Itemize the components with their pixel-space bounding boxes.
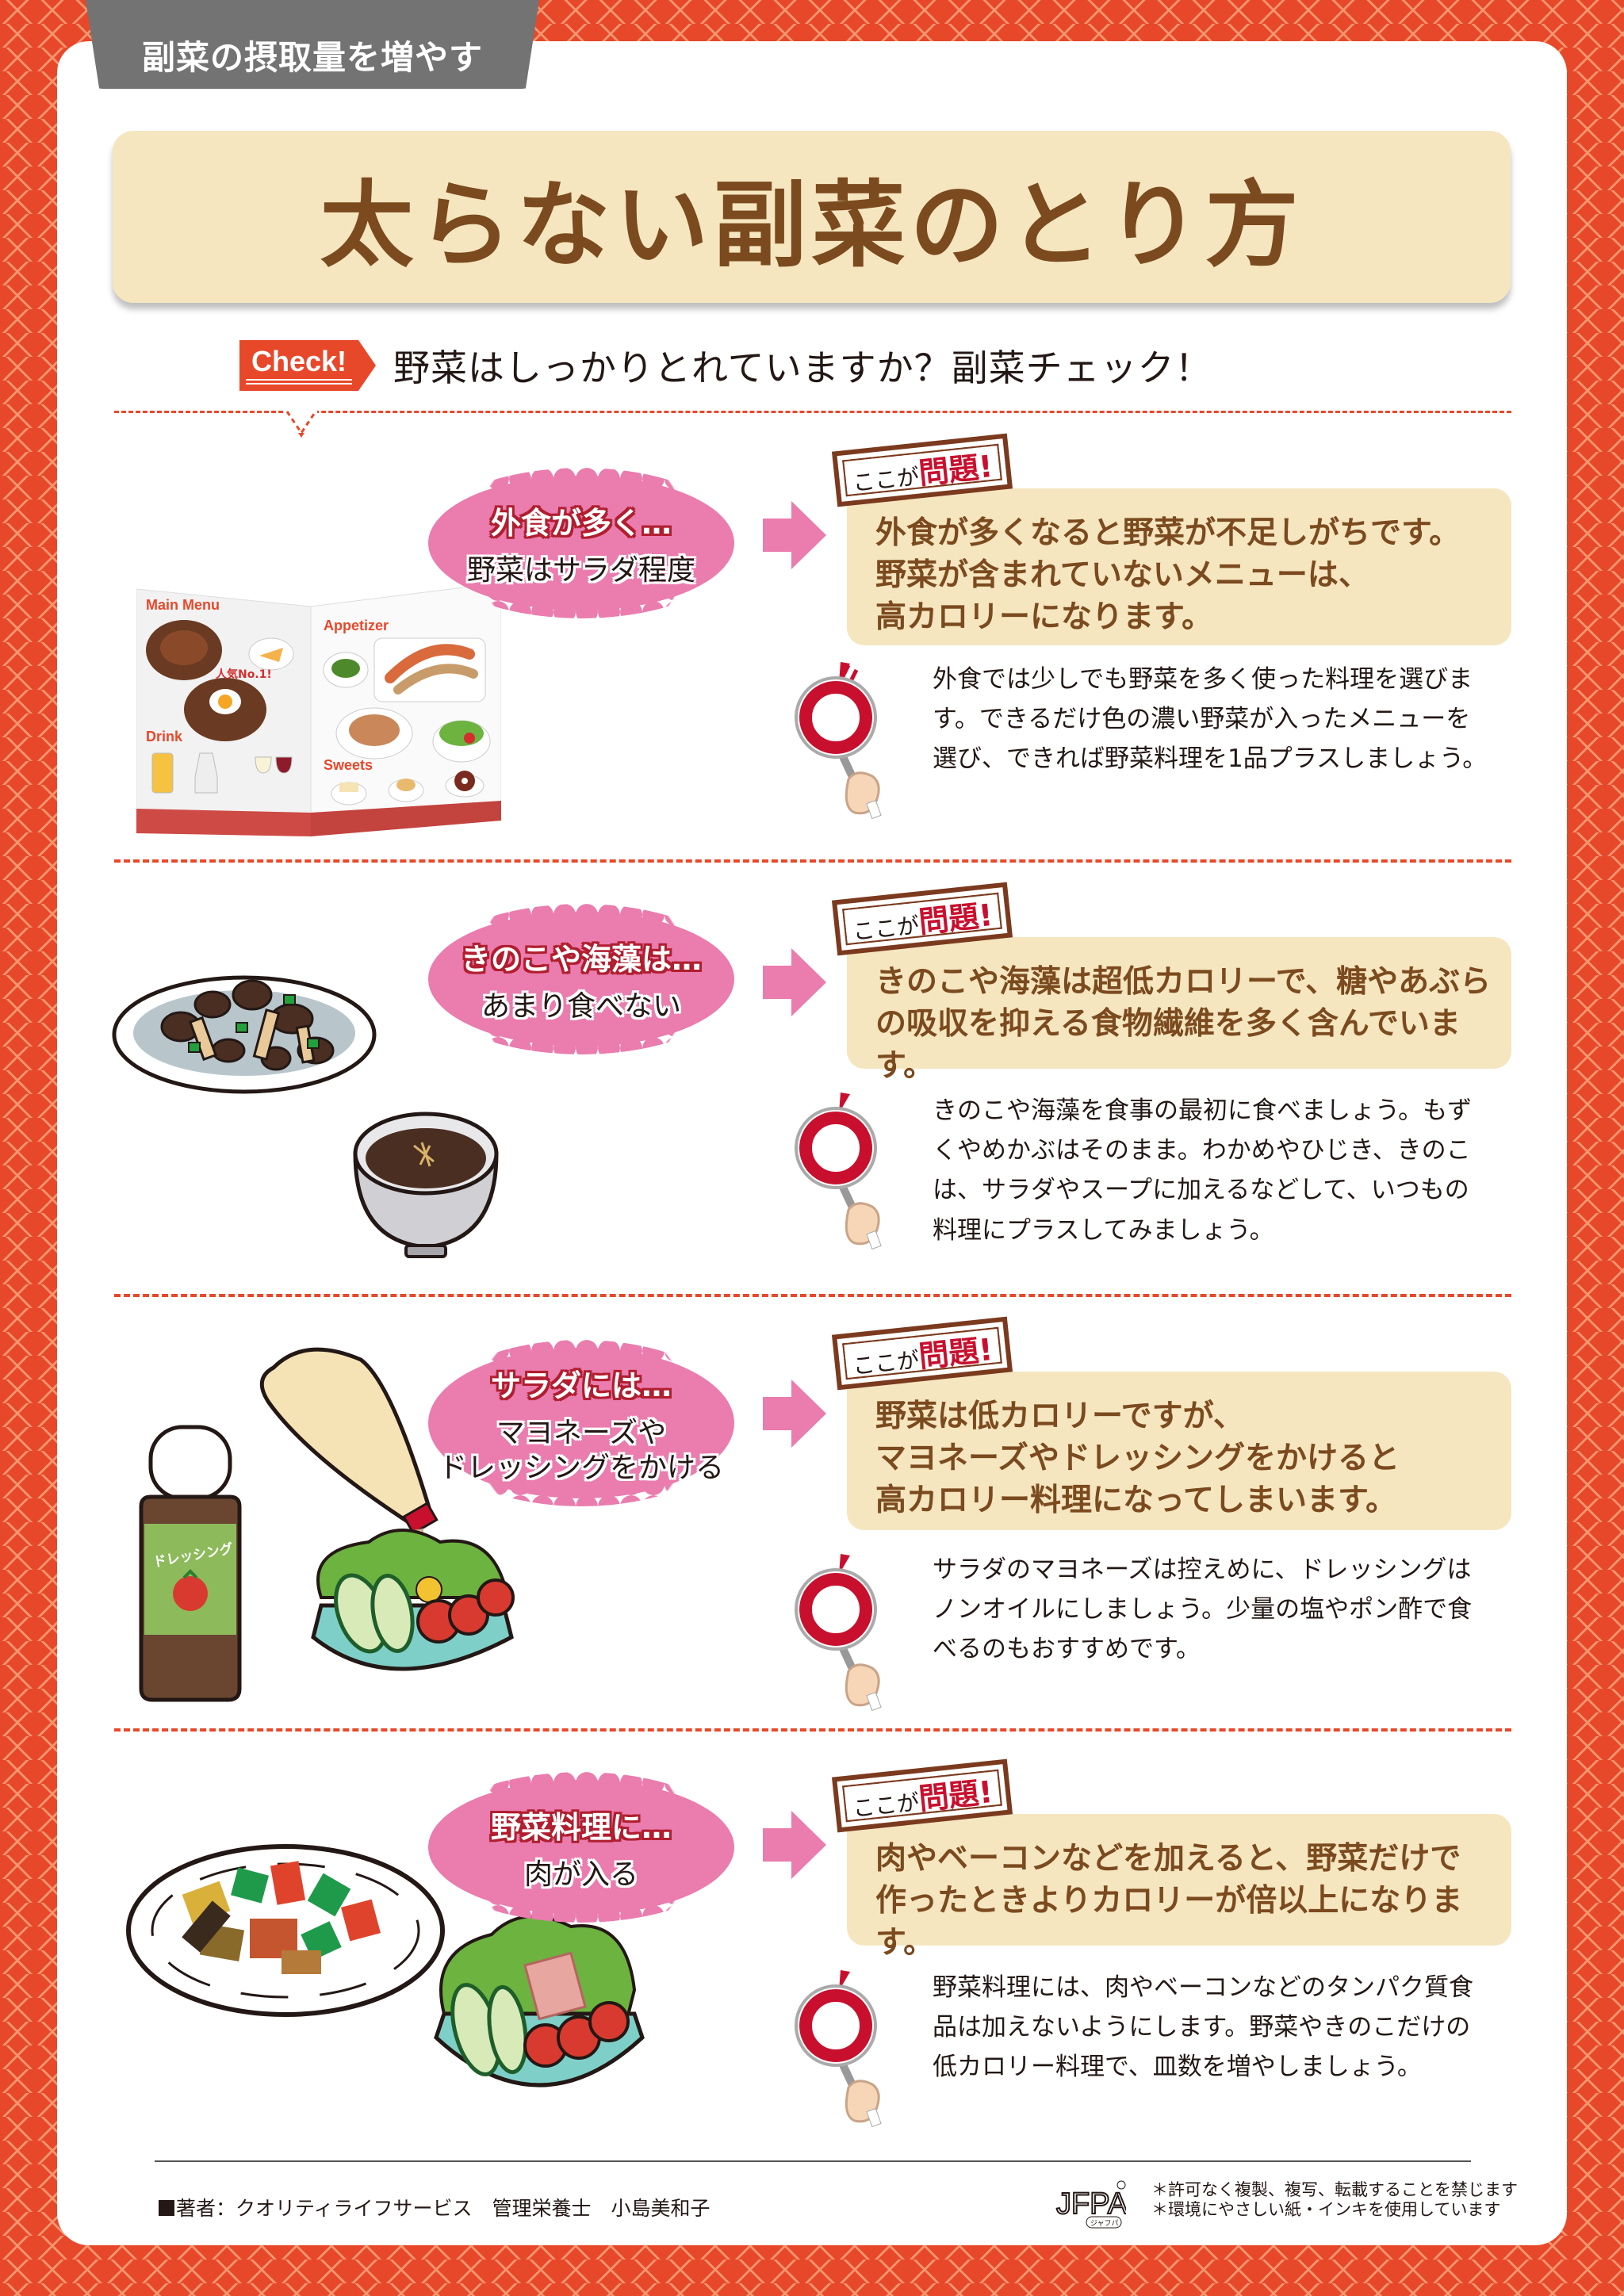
bacon-salad-illustration xyxy=(434,1915,645,2087)
problem-line: 高カロリー料理になってしまいます。 xyxy=(875,1483,1397,1519)
category-tab: 副菜の摂取量を増やす xyxy=(86,0,539,89)
situation-bubble: 野菜料理に… 肉が入る xyxy=(428,1780,734,1915)
problem-label-emphasis: 問題! xyxy=(917,1774,994,1816)
check-row: Check! 野菜はしっかりとれていますか？副菜チェック！ xyxy=(239,339,1212,392)
mushroom-stirfry-illustration xyxy=(112,975,377,1094)
svg-text:Appetizer: Appetizer xyxy=(324,618,389,633)
problem-box: 肉やベーコンなどを加えると、野菜だけで 作ったときよりカロリーが倍以上になります… xyxy=(847,1814,1511,1961)
problem-line: の吸収を抑える食物繊維を多く含んでいます。 xyxy=(875,1006,1461,1085)
maru-sign-ok-icon xyxy=(795,662,882,820)
problem-box: 外食が多くなると野菜が不足しがちです。 野菜が含まれていないメニューは、 高カロ… xyxy=(847,488,1511,645)
maru-sign-ok-icon xyxy=(795,1970,882,2128)
situation-bubble-heading: サラダには… xyxy=(490,1368,672,1404)
problem-line: 肉やベーコンなどを加えると、野菜だけで xyxy=(875,1841,1461,1877)
maru-sign-ok-icon xyxy=(795,1554,882,1712)
problem-line: 野菜は低カロリーですが、 xyxy=(875,1399,1244,1434)
footer-divider xyxy=(155,2160,1471,2162)
problem-label-emphasis: 問題! xyxy=(917,448,994,491)
section-divider xyxy=(114,1294,1511,1297)
problem-line: 作ったときよりカロリーが倍以上になります。 xyxy=(875,1883,1463,1961)
problem-label-emphasis: 問題! xyxy=(917,897,994,939)
svg-text:ジャフパ: ジャフパ xyxy=(1090,2219,1119,2228)
problem-label-emphasis: 問題! xyxy=(917,1331,994,1374)
footer-author: 著者：クオリティライフサービス 管理栄養士 小島美和子 xyxy=(159,2193,710,2221)
problem-line: 高カロリーになります。 xyxy=(875,599,1213,636)
check-question: 野菜はしっかりとれていますか？副菜チェック！ xyxy=(393,346,1212,389)
page-title: 太らない副菜のとり方 xyxy=(320,170,1304,280)
check-tag: Check! xyxy=(239,340,376,391)
seaweed-bowl-illustration xyxy=(353,1112,499,1258)
problem-line: 野菜が含まれていないメニューは、 xyxy=(875,557,1369,594)
section-divider xyxy=(114,859,1511,863)
situation-bubble-heading: 外食が多く… xyxy=(490,505,672,541)
situation-bubble-heading: 野菜料理に… xyxy=(490,1809,672,1845)
mayonnaise-salad-illustration xyxy=(259,1347,515,1671)
check-tag-label: Check! xyxy=(251,345,347,377)
situation-bubble-text: 野菜はサラダ程度 xyxy=(466,553,695,587)
problem-label-prefix: ここが xyxy=(851,1346,921,1380)
advice-text: サラダのマヨネーズは控えめに、ドレッシングはノンオイルにしましょう。少量の塩やポ… xyxy=(933,1556,1473,1664)
top-dashed-divider xyxy=(114,411,1511,413)
vegetable-stirfry-illustration xyxy=(126,1844,445,2017)
advice-text: 野菜料理には、肉やベーコンなどのタンパク質食品は加えないようにします。野菜やきの… xyxy=(933,1973,1473,2082)
problem-box: 野菜は低カロリーですが、 マヨネーズやドレッシングをかけると 高カロリー料理にな… xyxy=(847,1372,1511,1530)
divider-notch-arrow-icon xyxy=(285,411,317,438)
situation-bubble-text: マヨネーズや ドレッシングをかける xyxy=(438,1417,724,1484)
problem-label-prefix: ここが xyxy=(851,912,921,946)
footer-note: ＊環境にやさしい紙・インキを使用しています xyxy=(1151,2200,1501,2220)
problem-line: マヨネーズやドレッシングをかけると xyxy=(875,1441,1400,1477)
svg-text:JFPA: JFPA xyxy=(1056,2187,1126,2221)
square-bullet-icon xyxy=(159,2200,174,2216)
situation-bubble: サラダには… マヨネーズや ドレッシングをかける xyxy=(428,1348,734,1498)
dressing-bottle-illustration: ドレッシング xyxy=(139,1425,242,1702)
jfpa-logo: JFPA ジャフパ xyxy=(1055,2180,1126,2229)
check-tag-underline xyxy=(246,379,352,385)
restaurant-menu-illustration: Main Menu Appetizer Drink Sweets 人気No.1! xyxy=(136,583,501,836)
svg-text:Sweets: Sweets xyxy=(324,757,373,773)
svg-text:人気No.1!: 人気No.1! xyxy=(216,668,272,681)
category-tab-label: 副菜の摂取量を増やす xyxy=(141,37,483,77)
section-divider xyxy=(114,1728,1511,1732)
svg-text:Drink: Drink xyxy=(146,729,183,744)
problem-box: きのこや海藻は超低カロリーで、糖やあぶら の吸収を抑える食物繊維を多く含んでいま… xyxy=(847,937,1511,1084)
problem-label-prefix: ここが xyxy=(851,1789,921,1823)
problem-label-prefix: ここが xyxy=(851,463,921,497)
maru-sign-ok-icon xyxy=(795,1093,882,1250)
situation-bubble: 外食が多く… 野菜はサラダ程度 xyxy=(428,476,734,610)
situation-bubble-text: あまり食べない xyxy=(481,989,681,1023)
footer-notes: ＊許可なく複製、複写、転載することを禁じます ＊環境にやさしい紙・インキを使用し… xyxy=(1151,2180,1518,2220)
situation-bubble-text: 肉が入る xyxy=(523,1858,638,1891)
right-arrow-icon xyxy=(763,1811,826,1879)
page-title-banner: 太らない副菜のとり方 xyxy=(113,131,1511,303)
right-arrow-icon xyxy=(763,948,826,1016)
problem-line: きのこや海藻は超低カロリーで、糖やあぶら xyxy=(875,964,1492,1000)
right-arrow-icon xyxy=(763,1380,826,1448)
svg-text:Main Menu: Main Menu xyxy=(146,597,220,613)
right-arrow-icon xyxy=(763,501,826,569)
advice-text: きのこや海藻を食事の最初に食べましょう。もずくやめかぶはそのまま。わかめやひじき… xyxy=(933,1096,1473,1245)
situation-bubble: きのこや海藻は… あまり食べない xyxy=(428,912,734,1047)
advice-text: 外食では少しでも野菜を多く使った料理を選びます。できるだけ色の濃い野菜が入ったメ… xyxy=(933,665,1488,774)
situation-bubble-heading: きのこや海藻は… xyxy=(460,941,702,977)
problem-line: 外食が多くなると野菜が不足しがちです。 xyxy=(875,515,1461,551)
footer-note: ＊許可なく複製、複写、転載することを禁じます xyxy=(1151,2180,1518,2199)
